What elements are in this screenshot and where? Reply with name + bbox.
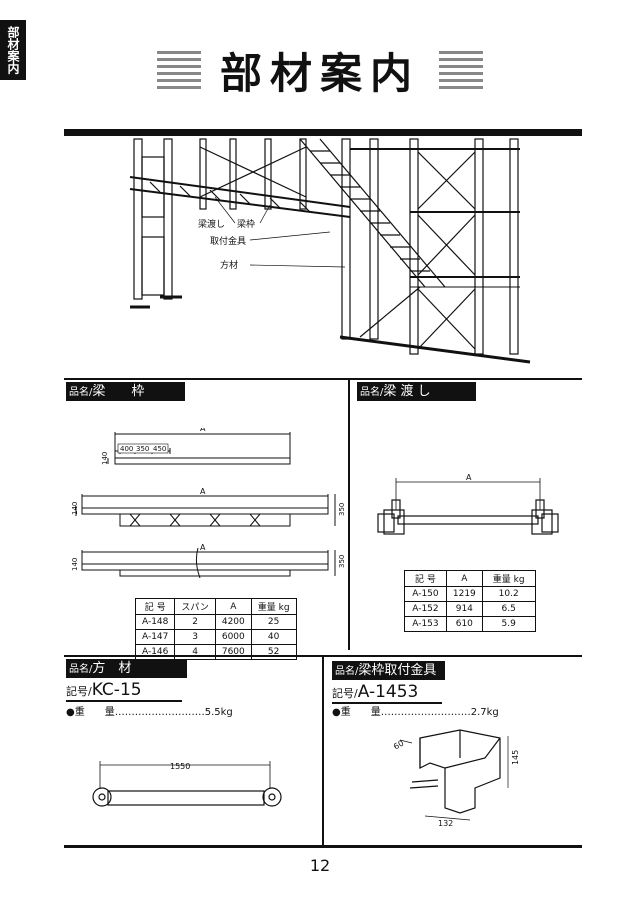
table-cell: A-152	[404, 601, 447, 617]
fitting-code-value: A-1453	[357, 682, 419, 702]
table-header-row: 記 号 スパン A 重量 kg	[134, 598, 297, 615]
table-cell: 4	[174, 644, 216, 660]
fitting-weight: ●重 量………………………2.7kg	[332, 707, 499, 718]
table-cell: A-147	[134, 629, 176, 645]
beam-frame-dim-350: 350	[136, 445, 149, 453]
square-member-label-name: 方 材	[92, 661, 132, 676]
square-member-weight: ●重 量………………………5.5kg	[66, 707, 233, 718]
beam-frame-dim-a-side2: A	[200, 543, 206, 552]
fitting-code: 記号/A-1453	[332, 682, 442, 704]
beam-frame-label-prefix: 品名/	[69, 387, 93, 398]
top-divider	[64, 129, 582, 136]
square-member-label: 品名/方 材	[66, 659, 187, 678]
overview-label-beam-frame: 梁枠	[237, 218, 255, 230]
beam-frame-drawing: A 400 350 450 140 A 350 140 A 350 140	[71, 428, 346, 578]
square-member-code-prefix: 記号/	[66, 685, 92, 698]
beam-frame-dim-400: 400	[120, 445, 133, 453]
table-header: スパン	[174, 598, 216, 615]
table-cell: 2	[174, 614, 216, 630]
section-divider-vertical-lower	[322, 655, 324, 845]
square-member-code: 記号/KC-15	[66, 680, 182, 702]
table-cell: 40	[250, 629, 297, 645]
table-row: A-148 2 4200 25	[134, 614, 297, 630]
table-cell: 1219	[445, 586, 483, 602]
fitting-label-prefix: 品名/	[335, 666, 359, 677]
table-cell: 25	[250, 614, 297, 630]
table-cell: 4200	[214, 614, 252, 630]
table-header: 重量 kg	[481, 570, 536, 587]
fitting-dim-132: 132	[438, 819, 453, 828]
beam-frame-dim-a-side: A	[200, 487, 206, 496]
table-header: 重量 kg	[250, 598, 297, 615]
table-row: A-150 1219 10.2	[404, 586, 536, 602]
page-number: 12	[309, 856, 331, 875]
fitting-dim-60: 60	[392, 739, 405, 752]
table-cell: 5.9	[481, 616, 536, 632]
table-cell: A-148	[134, 614, 176, 630]
table-cell: 3	[174, 629, 216, 645]
beam-frame-dim-350-side: 350	[338, 503, 346, 516]
table-header-row: 記 号 A 重量 kg	[404, 570, 536, 587]
title-stripes-right	[439, 50, 484, 91]
table-row: A-147 3 6000 40	[134, 629, 297, 645]
beam-frame-label-name: 梁 枠	[92, 384, 145, 399]
table-cell: 7600	[214, 644, 252, 660]
overview-label-beam-bridge: 梁渡し	[198, 218, 225, 230]
title-stripes-left	[156, 50, 201, 91]
fitting-dim-145: 145	[511, 750, 520, 765]
beam-frame-dim-350-side2: 350	[338, 555, 346, 568]
table-cell: 914	[445, 601, 483, 617]
beam-frame-dim-a-top: A	[200, 428, 206, 433]
fitting-label-name: 梁枠取付金具	[358, 663, 437, 678]
table-header: 記 号	[404, 570, 447, 587]
table-row: A-152 914 6.5	[404, 601, 536, 617]
bottom-divider	[64, 845, 582, 848]
beam-frame-dim-140-side: 140	[71, 502, 79, 515]
fitting-label: 品名/梁枠取付金具	[332, 661, 445, 680]
table-row: A-153 610 5.9	[404, 616, 536, 632]
beam-frame-dim-450: 450	[153, 445, 166, 453]
beam-bridge-table: 記 号 A 重量 kg A-150 1219 10.2 A-152 914 6.…	[404, 570, 536, 632]
table-cell: 6.5	[481, 601, 536, 617]
table-header: A	[445, 570, 483, 587]
table-cell: 6000	[214, 629, 252, 645]
beam-frame-table: 記 号 スパン A 重量 kg A-148 2 4200 25 A-147 3 …	[134, 598, 297, 660]
square-member-drawing: 1550	[92, 761, 282, 807]
square-member-label-prefix: 品名/	[69, 664, 93, 675]
beam-frame-dim-140-side2: 140	[71, 558, 79, 571]
beam-bridge-label: 品名/梁 渡 し	[357, 382, 476, 401]
side-tab: 部材案内	[0, 20, 26, 80]
table-cell: A-153	[404, 616, 447, 632]
fitting-code-prefix: 記号/	[332, 687, 358, 700]
overview-label-square-member: 方材	[220, 259, 238, 271]
page-title: 部材案内	[219, 49, 420, 98]
square-member-code-value: KC-15	[91, 680, 142, 700]
beam-bridge-drawing: A	[377, 473, 559, 535]
overview-label-fitting: 取付金具	[210, 235, 246, 247]
table-cell: A-146	[134, 644, 176, 660]
beam-bridge-dim-a: A	[466, 473, 472, 482]
overview-drawing: 梁渡し 梁枠 取付金具 方材	[129, 138, 531, 364]
beam-bridge-label-name: 梁 渡 し	[383, 384, 431, 399]
section-divider-vertical-upper	[348, 378, 350, 650]
square-member-dim-length: 1550	[170, 762, 190, 771]
table-cell: 610	[445, 616, 483, 632]
table-cell: A-150	[404, 586, 447, 602]
beam-frame-label: 品名/梁 枠	[66, 382, 185, 401]
table-header: 記 号	[134, 598, 176, 615]
table-row: A-146 4 7600 52	[134, 644, 297, 660]
beam-frame-dim-140-top: 140	[101, 452, 109, 465]
section-divider-top	[64, 378, 582, 380]
page-header: 部材案内	[0, 40, 640, 101]
fitting-drawing: 60 145 132	[392, 729, 520, 828]
table-cell: 52	[250, 644, 297, 660]
table-header: A	[214, 598, 252, 615]
table-cell: 10.2	[481, 586, 536, 602]
beam-bridge-label-prefix: 品名/	[360, 387, 384, 398]
